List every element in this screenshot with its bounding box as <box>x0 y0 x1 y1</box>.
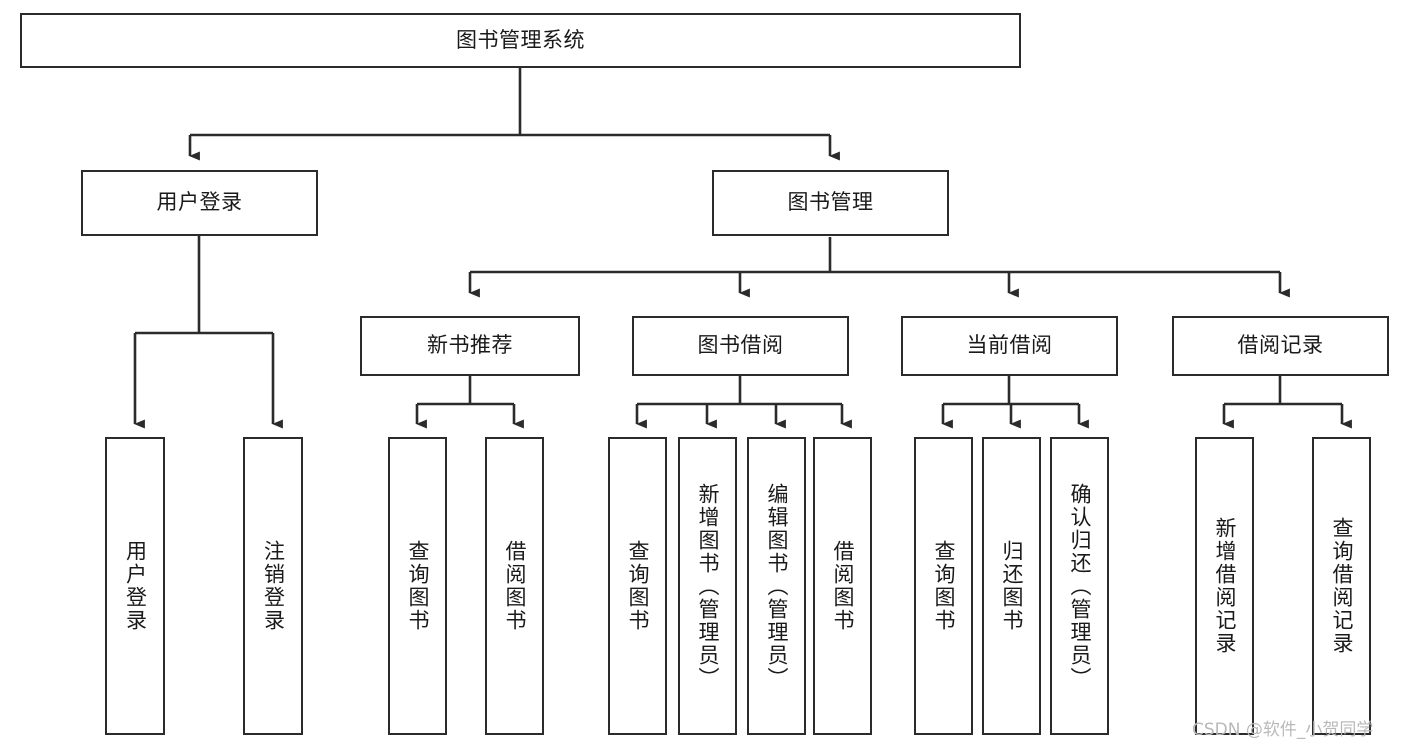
node-new-book-rec-label: 新书推荐 <box>427 333 513 358</box>
node-leaf-query-book-1-label: 查询图书 <box>406 540 430 632</box>
node-book-manage[interactable]: 图书管理 <box>712 170 949 236</box>
node-leaf-add-book-label: 新增图书（管理员） <box>696 482 720 690</box>
node-leaf-edit-book[interactable]: 编辑图书（管理员） <box>747 437 806 735</box>
node-leaf-logout[interactable]: 注销登录 <box>243 437 303 735</box>
node-leaf-add-record[interactable]: 新增借阅记录 <box>1195 437 1254 735</box>
node-borrow-record[interactable]: 借阅记录 <box>1172 316 1389 376</box>
node-leaf-confirm-return[interactable]: 确认归还（管理员） <box>1050 437 1109 735</box>
node-leaf-borrow-book-2-label: 借阅图书 <box>831 540 855 632</box>
node-leaf-edit-book-label: 编辑图书（管理员） <box>765 482 789 690</box>
node-root[interactable]: 图书管理系统 <box>20 13 1021 68</box>
node-leaf-borrow-book-2[interactable]: 借阅图书 <box>813 437 872 735</box>
node-leaf-user-login[interactable]: 用户登录 <box>105 437 165 735</box>
node-root-label: 图书管理系统 <box>456 27 585 52</box>
node-book-manage-label: 图书管理 <box>787 190 874 215</box>
node-new-book-rec[interactable]: 新书推荐 <box>360 316 580 376</box>
node-leaf-query-book-1[interactable]: 查询图书 <box>388 437 447 735</box>
node-borrow-record-label: 借阅记录 <box>1237 333 1324 358</box>
node-user-login[interactable]: 用户登录 <box>81 170 318 236</box>
node-book-borrow[interactable]: 图书借阅 <box>632 316 849 376</box>
node-leaf-query-record[interactable]: 查询借阅记录 <box>1312 437 1371 735</box>
node-leaf-confirm-return-label: 确认归还（管理员） <box>1068 482 1092 690</box>
node-leaf-borrow-book-1-label: 借阅图书 <box>503 540 527 632</box>
node-leaf-query-book-3-label: 查询图书 <box>932 540 956 632</box>
node-leaf-borrow-book-1[interactable]: 借阅图书 <box>485 437 544 735</box>
node-leaf-add-record-label: 新增借阅记录 <box>1213 517 1237 655</box>
node-leaf-add-book[interactable]: 新增图书（管理员） <box>678 437 737 735</box>
node-leaf-query-record-label: 查询借阅记录 <box>1330 517 1354 655</box>
node-leaf-return-book-label: 归还图书 <box>1000 540 1024 632</box>
node-leaf-logout-label: 注销登录 <box>261 540 286 632</box>
node-book-borrow-label: 图书借阅 <box>697 333 784 358</box>
node-current-borrow[interactable]: 当前借阅 <box>901 316 1118 376</box>
node-current-borrow-label: 当前借阅 <box>966 333 1053 358</box>
node-user-login-label: 用户登录 <box>156 190 243 215</box>
node-leaf-query-book-2[interactable]: 查询图书 <box>608 437 667 735</box>
node-leaf-return-book[interactable]: 归还图书 <box>982 437 1041 735</box>
node-leaf-query-book-2-label: 查询图书 <box>626 540 650 632</box>
node-leaf-user-login-label: 用户登录 <box>123 540 148 632</box>
node-leaf-query-book-3[interactable]: 查询图书 <box>914 437 973 735</box>
